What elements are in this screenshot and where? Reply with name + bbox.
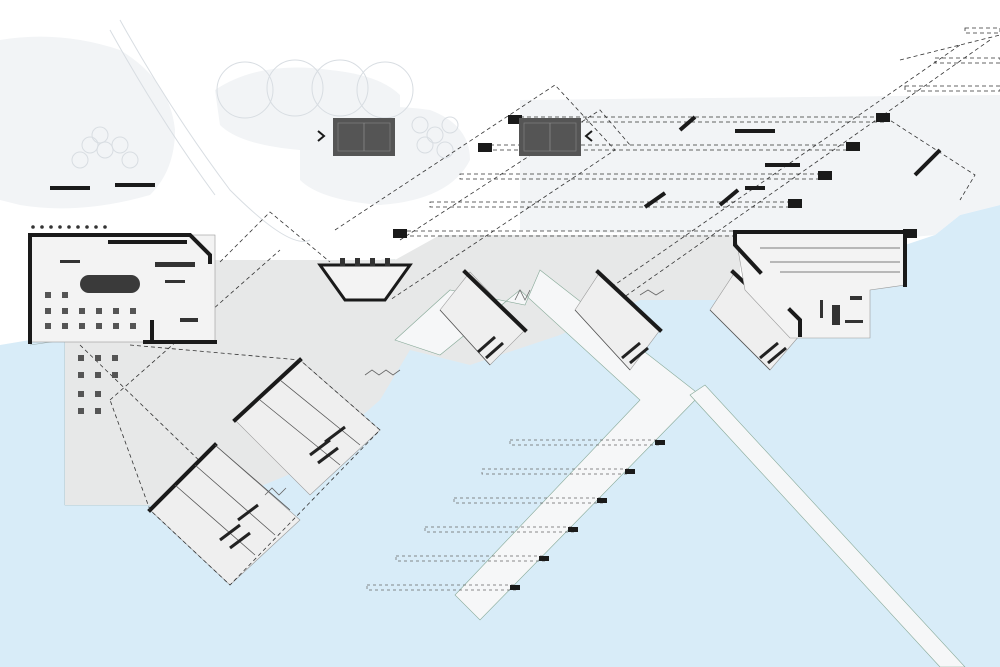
chevron-right-icon bbox=[317, 130, 326, 142]
kiosk bbox=[317, 258, 413, 302]
tennis-court-west bbox=[333, 118, 395, 156]
bollard-icon bbox=[31, 225, 107, 229]
tennis-court-east bbox=[519, 118, 581, 156]
long-jetty bbox=[689, 384, 966, 667]
boathouse-southwest bbox=[147, 442, 301, 586]
boathouse-pier-2 bbox=[574, 269, 663, 371]
boathouse-pier-1 bbox=[439, 269, 528, 366]
boathouse-central bbox=[232, 357, 381, 496]
pontoon-lines-lower bbox=[366, 439, 665, 591]
ramp-zigzags bbox=[264, 289, 665, 496]
chevron-left-icon bbox=[584, 130, 593, 142]
boat-markers bbox=[50, 113, 942, 238]
boathouse-outline-dashed bbox=[109, 344, 381, 586]
east-building bbox=[733, 230, 907, 339]
furniture-cluster-icon bbox=[45, 292, 136, 414]
west-building bbox=[28, 233, 217, 344]
